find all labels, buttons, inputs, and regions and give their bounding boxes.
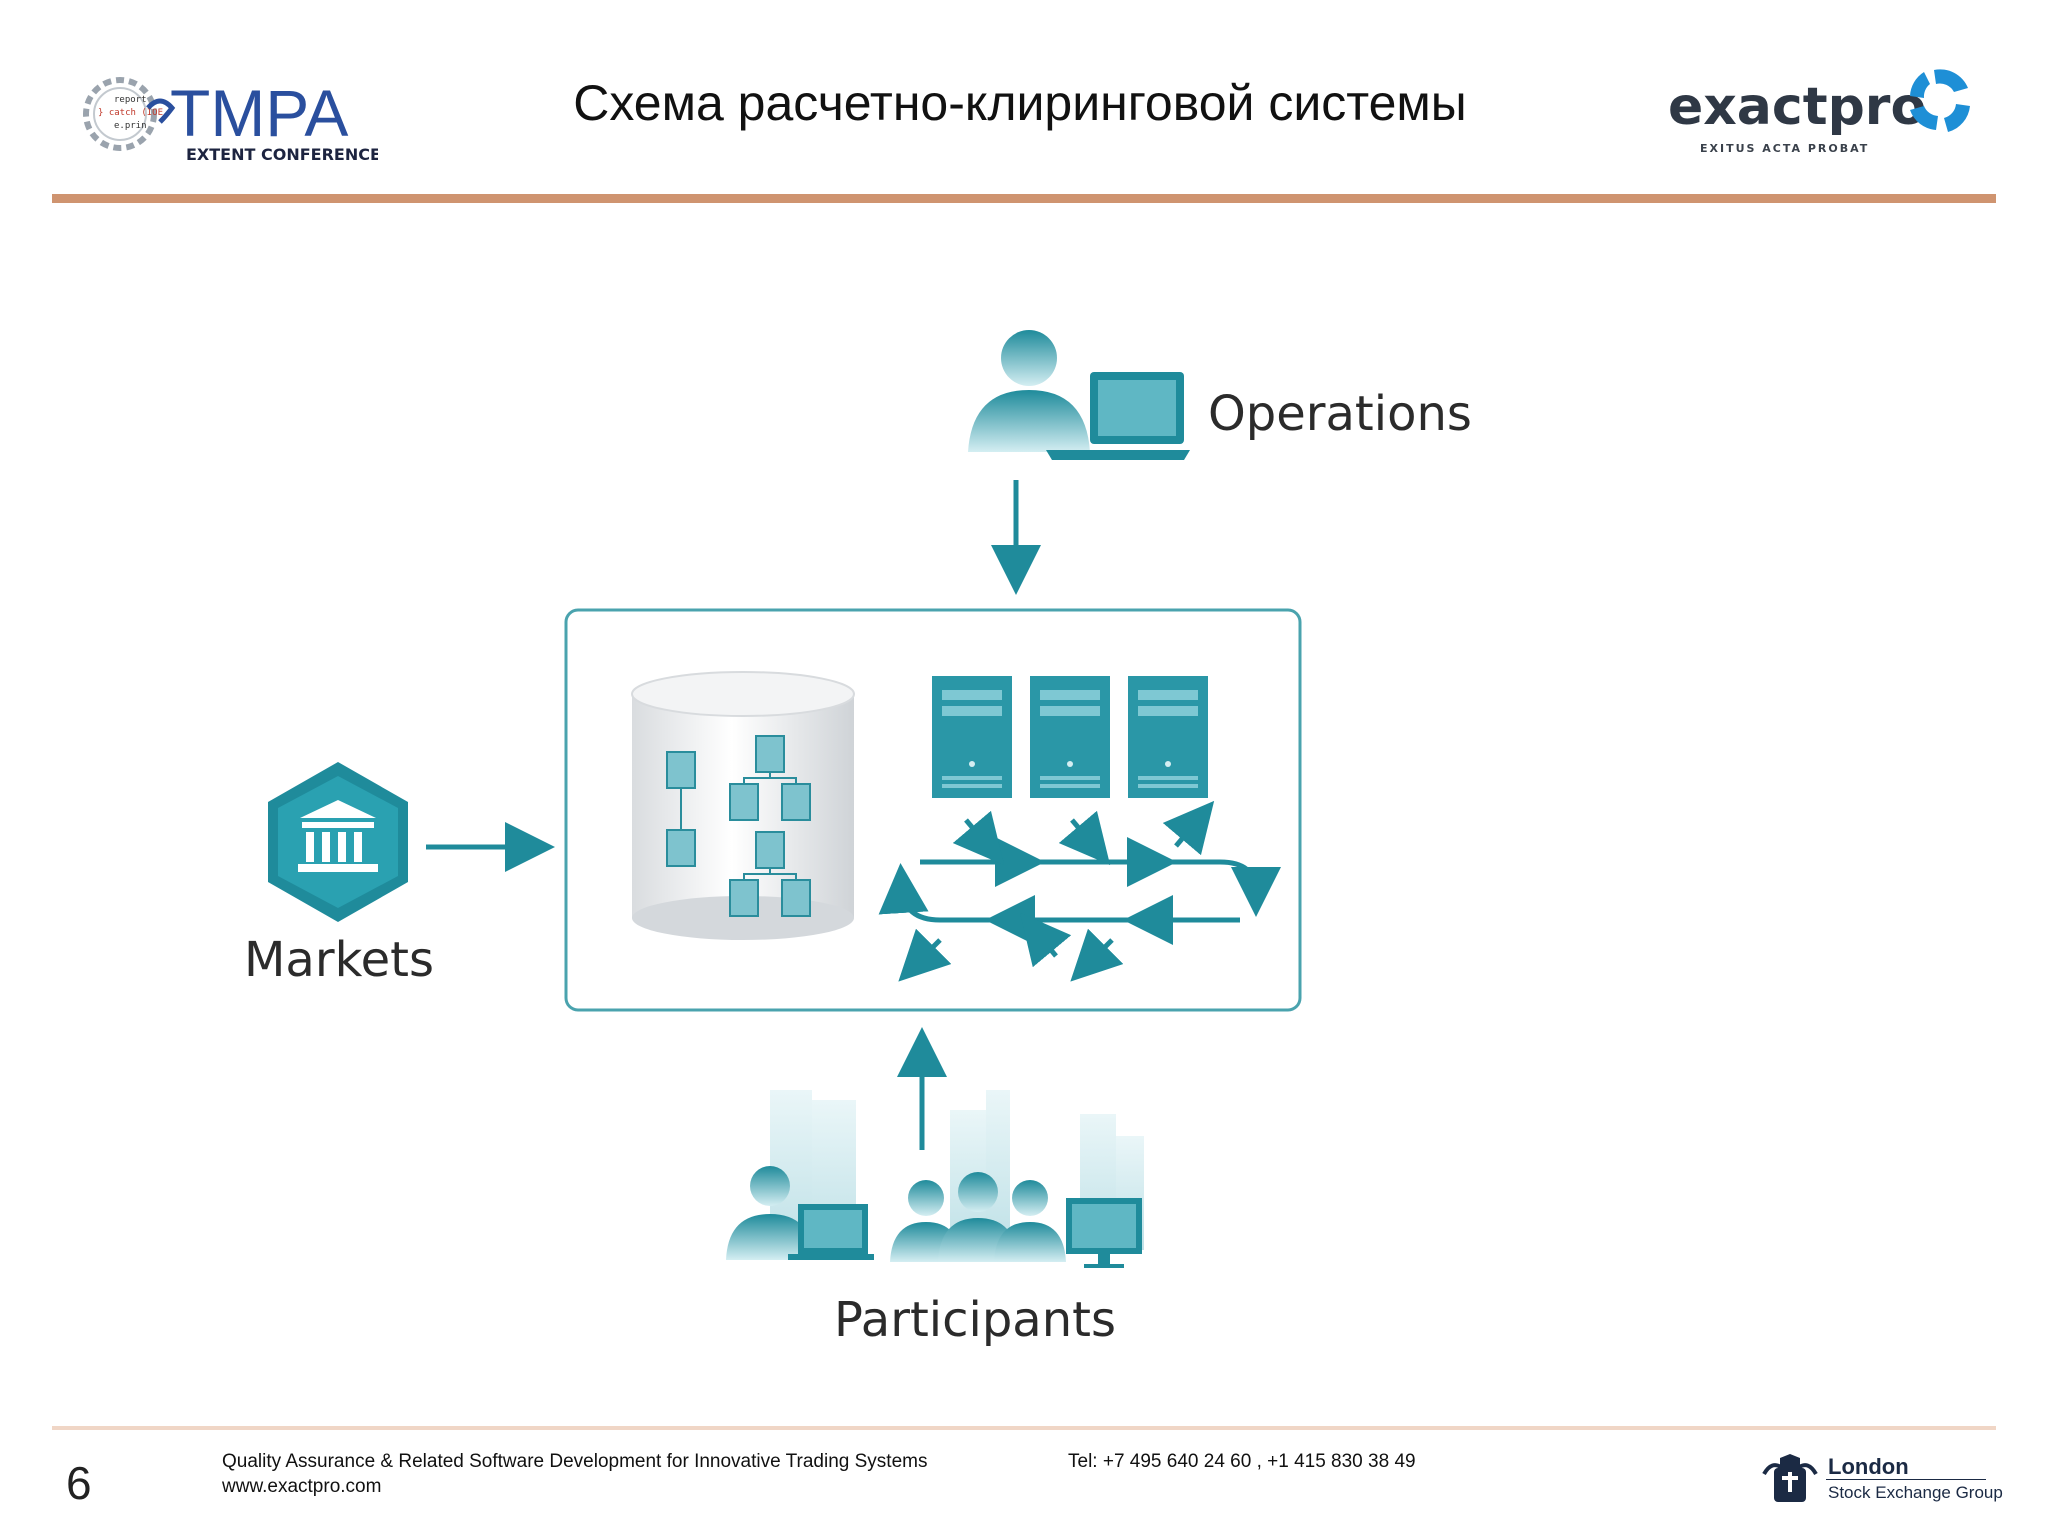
footer-tagline: Quality Assurance & Related Software Dev… [222, 1451, 928, 1472]
exactpro-logo: exactpro EXITUS ACTA PROBAT [1668, 69, 1970, 155]
participants-node: Participants [726, 1027, 1144, 1348]
lseg-name: London [1828, 1454, 1909, 1479]
operator-with-laptop-icon [968, 330, 1190, 460]
bank-building-icon [268, 762, 408, 922]
laptop-icon [788, 1204, 874, 1260]
people-group-icon [726, 1166, 1066, 1262]
server-icon [1030, 676, 1110, 798]
tmpa-subtitle: EXTENT CONFERENCE [186, 145, 378, 164]
server-icon [932, 676, 1012, 798]
tmpa-logo: report } catch (IOE e.prin TMPA EXTENT C… [83, 76, 378, 164]
header-divider [52, 194, 1996, 203]
database-icon [631, 671, 855, 940]
lseg-crest-icon [1762, 1454, 1818, 1502]
markets-node: Markets [244, 762, 555, 988]
operations-node: Operations [968, 330, 1472, 595]
tmpa-code-line-3: e.prin [114, 121, 147, 131]
footer-url[interactable]: www.exactpro.com [222, 1476, 382, 1497]
footer-phone: Tel: +7 495 640 24 60 , +1 415 830 38 49 [1068, 1451, 1416, 1472]
monitor-icon [1066, 1198, 1142, 1268]
tmpa-code-line-2: } catch (IOE [98, 108, 163, 118]
lseg-subtitle: Stock Exchange Group [1828, 1483, 2003, 1502]
exactpro-motto: EXITUS ACTA PROBAT [1700, 142, 1869, 155]
footer-divider [52, 1426, 1996, 1430]
exactpro-swirl-icon [1910, 69, 1970, 132]
exactpro-wordmark: exactpro [1668, 77, 1926, 137]
page-number: 6 [66, 1457, 92, 1509]
tmpa-code-line-1: report [114, 95, 147, 105]
participants-label: Participants [834, 1292, 1116, 1348]
operations-label: Operations [1208, 386, 1472, 442]
tmpa-wordmark: TMPA [170, 76, 348, 150]
slide-title: Схема расчетно-клиринговой системы [573, 75, 1467, 131]
server-icon [1128, 676, 1208, 798]
cycle-arrows-icon [878, 800, 1281, 982]
lseg-divider [1826, 1479, 1986, 1480]
gear-icon [83, 77, 157, 151]
markets-label: Markets [244, 932, 434, 988]
